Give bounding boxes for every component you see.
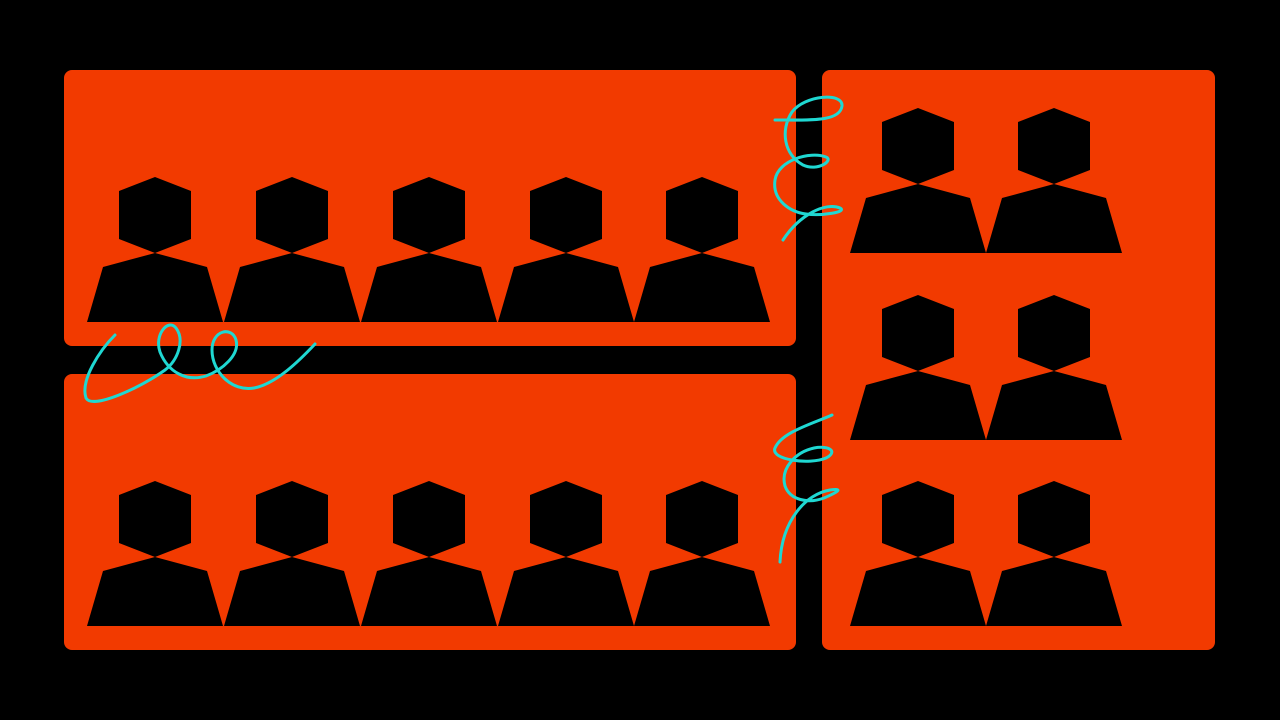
- squiggle-connector: [83, 323, 317, 403]
- panel-bottom-left: [64, 374, 796, 650]
- panel-right: [822, 70, 1215, 650]
- squiggle-connectors: [83, 95, 844, 564]
- panel-top-left: [64, 70, 796, 346]
- squiggle-connector: [773, 413, 840, 564]
- squiggle-connector: [773, 95, 844, 242]
